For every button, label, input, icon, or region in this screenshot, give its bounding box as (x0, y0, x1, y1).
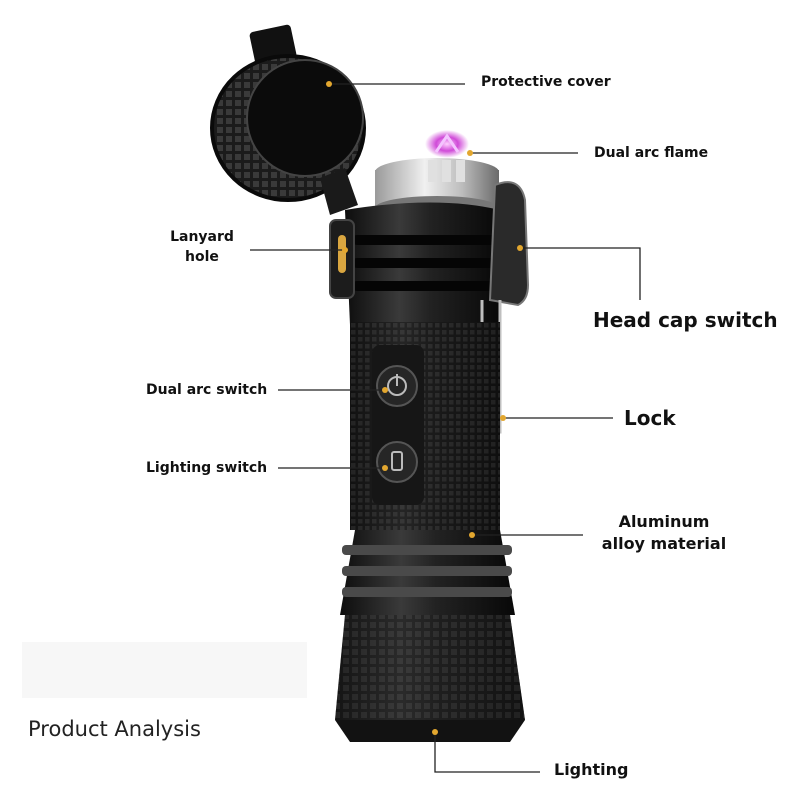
caption: Product Analysis (28, 717, 201, 741)
grip-body (350, 322, 500, 530)
label-protective-cover: Protective cover (481, 74, 611, 90)
label-aluminum-alloy: Aluminum alloy material (592, 512, 736, 553)
leader-lines (250, 83, 641, 773)
label-aluminum-line2: alloy material (601, 534, 727, 553)
label-dual-arc-flame: Dual arc flame (594, 145, 709, 161)
label-lanyard-hole: Lanyard hole (160, 229, 244, 265)
finned-head (340, 530, 515, 615)
label-lock: Lock (624, 406, 676, 430)
background-smudge (22, 642, 307, 698)
label-head-cap-switch: Head cap switch (593, 308, 778, 332)
anchor-dots (326, 81, 523, 735)
upper-body (329, 202, 500, 325)
lens-head (335, 615, 525, 742)
label-lanyard-hole-line1: Lanyard (170, 229, 234, 245)
label-lanyard-hole-line2: hole (185, 249, 219, 265)
label-lighting: Lighting (554, 760, 629, 779)
protective-cover (210, 24, 366, 215)
label-dual-arc-switch: Dual arc switch (146, 382, 268, 398)
label-aluminum-line1: Aluminum (618, 512, 710, 531)
label-lighting-switch: Lighting switch (146, 460, 268, 476)
